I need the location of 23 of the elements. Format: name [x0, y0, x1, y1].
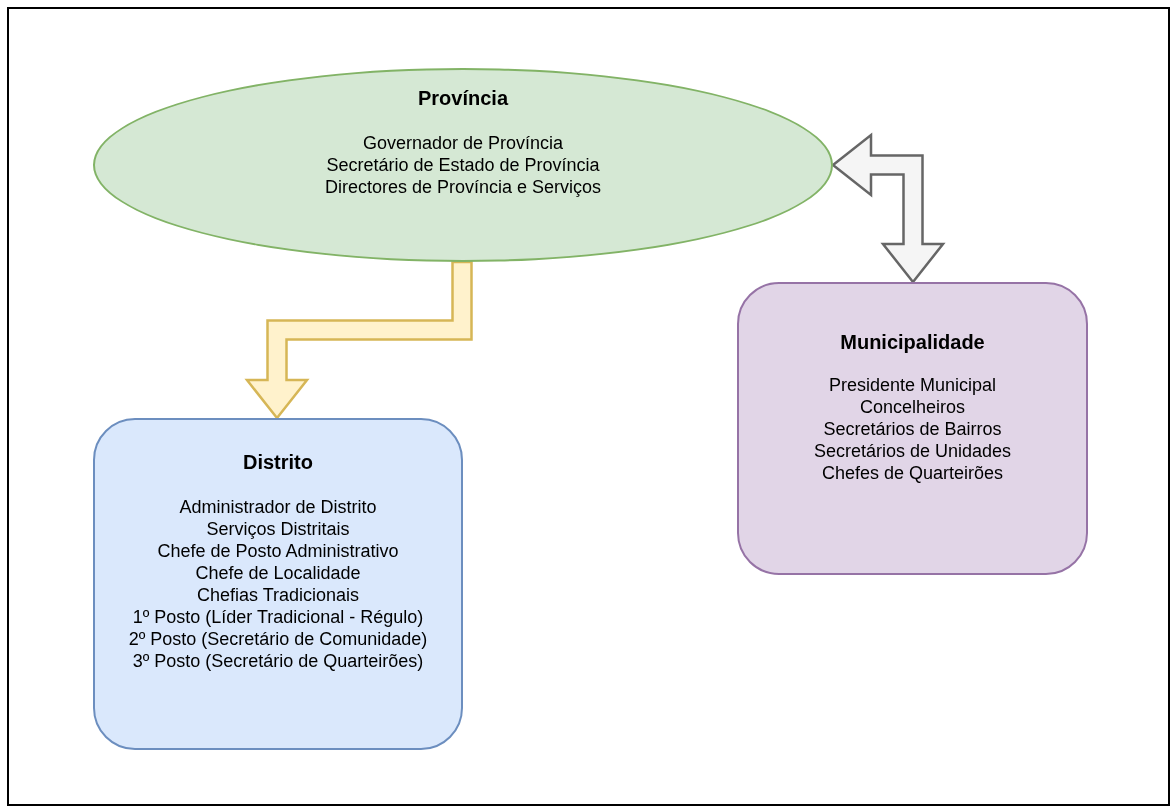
node-text-line: Secretário de Estado de Província — [326, 154, 600, 176]
node-text-line: Chefe de Localidade — [195, 562, 361, 584]
node-text-line: Serviços Distritais — [206, 518, 350, 540]
node-text-line: Governador de Província — [362, 132, 564, 154]
node-text-line: Chefes de Quarteirões — [821, 462, 1004, 484]
node-heading: Distrito — [243, 450, 313, 474]
rounded-box — [93, 418, 463, 750]
block-arrow — [831, 132, 946, 284]
node-text-line: 3º Posto (Secretário de Quarteirões) — [132, 650, 424, 672]
node-text-line: Secretários de Unidades — [813, 440, 1012, 462]
node-text-line: 1º Posto (Líder Tradicional - Régulo) — [132, 606, 424, 628]
node-text-line: Directores de Província e Serviços — [324, 176, 602, 198]
rounded-box — [737, 282, 1088, 575]
node-text-line: Chefias Tradicionais — [196, 584, 360, 606]
node-heading: Província — [417, 86, 508, 110]
node-text-line: Administrador de Distrito — [179, 496, 377, 518]
node-text-line: Presidente Municipal — [828, 374, 997, 396]
node-text-line: Secretários de Bairros — [823, 418, 1002, 440]
block-arrow — [244, 260, 473, 420]
node-heading: Municipalidade — [840, 330, 985, 354]
node-text-line: Concelheiros — [859, 396, 966, 418]
node-text-line: Chefe de Posto Administrativo — [157, 540, 399, 562]
node-text-line: 2º Posto (Secretário de Comunidade) — [128, 628, 428, 650]
